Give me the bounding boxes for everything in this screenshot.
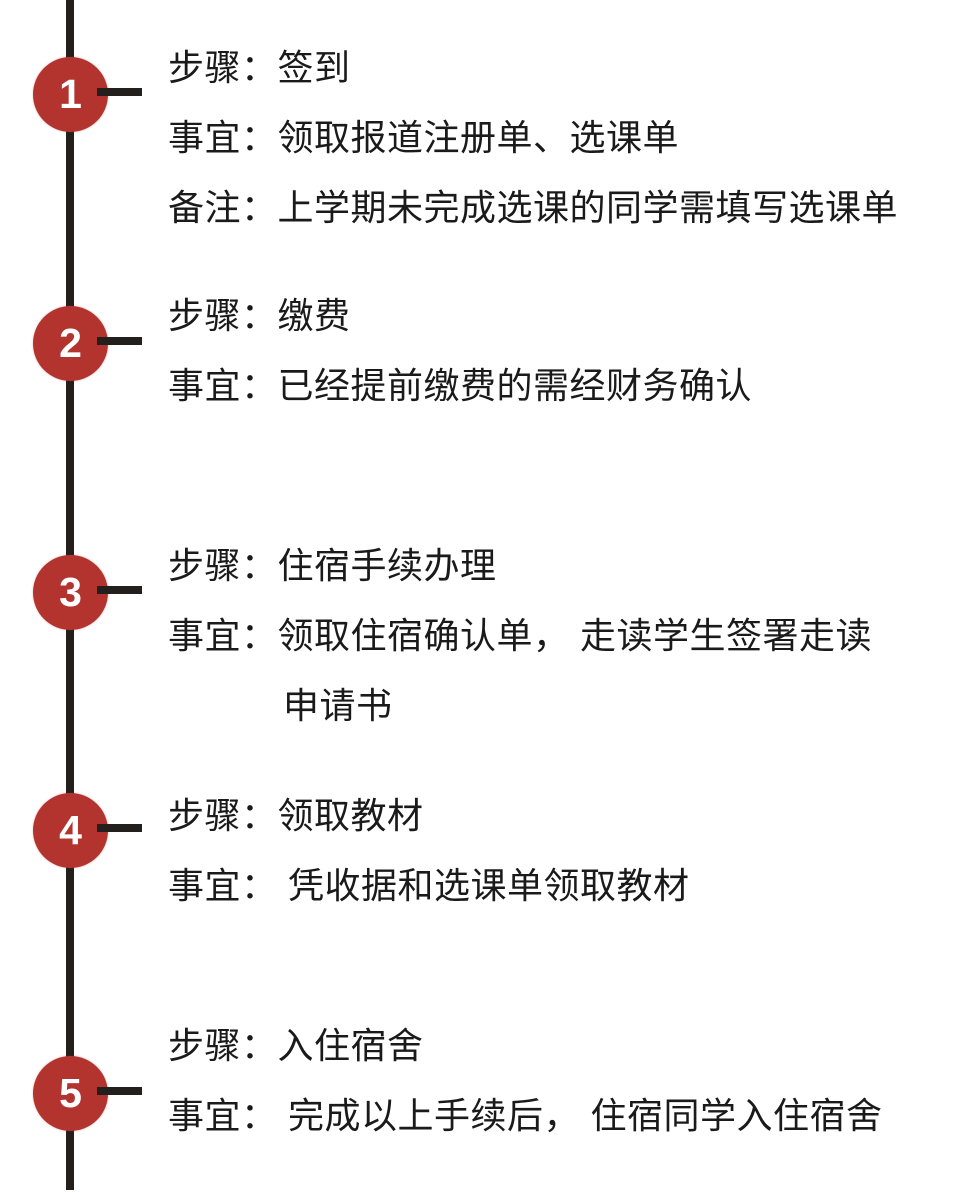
step-line-matter: 事宜：领取住宿确认单， 走读学生签署走读 — [168, 615, 873, 656]
step-text-block-1: 步骤：签到 事宜：领取报道注册单、选课单 备注：上学期未完成选课的同学需填写选课… — [168, 33, 958, 243]
step-line-step: 步骤：领取教材 — [168, 795, 424, 836]
step-connector-5 — [97, 1087, 142, 1095]
step-line-step: 步骤：签到 — [168, 47, 351, 88]
step-connector-3 — [97, 586, 142, 594]
step-line-matter: 事宜：领取报道注册单、选课单 — [168, 117, 680, 158]
step-line-matter: 事宜： 凭收据和选课单领取教材 — [168, 865, 690, 906]
step-text-block-5: 步骤：入住宿舍 事宜： 完成以上手续后， 住宿同学入住宿舍 — [168, 1011, 958, 1151]
step-line-step: 步骤：入住宿舍 — [168, 1025, 424, 1066]
step-text-block-4: 步骤：领取教材 事宜： 凭收据和选课单领取教材 — [168, 781, 958, 921]
step-text-block-2: 步骤：缴费 事宜：已经提前缴费的需经财务确认 — [168, 281, 958, 421]
step-line-step: 步骤：缴费 — [168, 295, 351, 336]
step-marker-5[interactable]: 5 — [33, 1056, 108, 1131]
step-connector-2 — [97, 337, 142, 345]
step-text-block-3: 步骤：住宿手续办理 事宜：领取住宿确认单， 走读学生签署走读 申请书 — [168, 531, 958, 741]
step-marker-2[interactable]: 2 — [33, 306, 108, 381]
step-line-matter-continued: 申请书 — [283, 685, 393, 726]
step-marker-3[interactable]: 3 — [33, 555, 108, 630]
step-line-step: 步骤：住宿手续办理 — [168, 545, 497, 586]
step-marker-4[interactable]: 4 — [33, 793, 108, 868]
step-connector-1 — [97, 88, 142, 96]
step-line-matter: 事宜： 完成以上手续后， 住宿同学入住宿舍 — [168, 1095, 883, 1136]
step-line-matter: 事宜：已经提前缴费的需经财务确认 — [168, 365, 753, 406]
step-line-note: 备注：上学期未完成选课的同学需填写选课单 — [168, 187, 899, 228]
step-marker-1[interactable]: 1 — [33, 57, 108, 132]
step-connector-4 — [97, 824, 142, 832]
